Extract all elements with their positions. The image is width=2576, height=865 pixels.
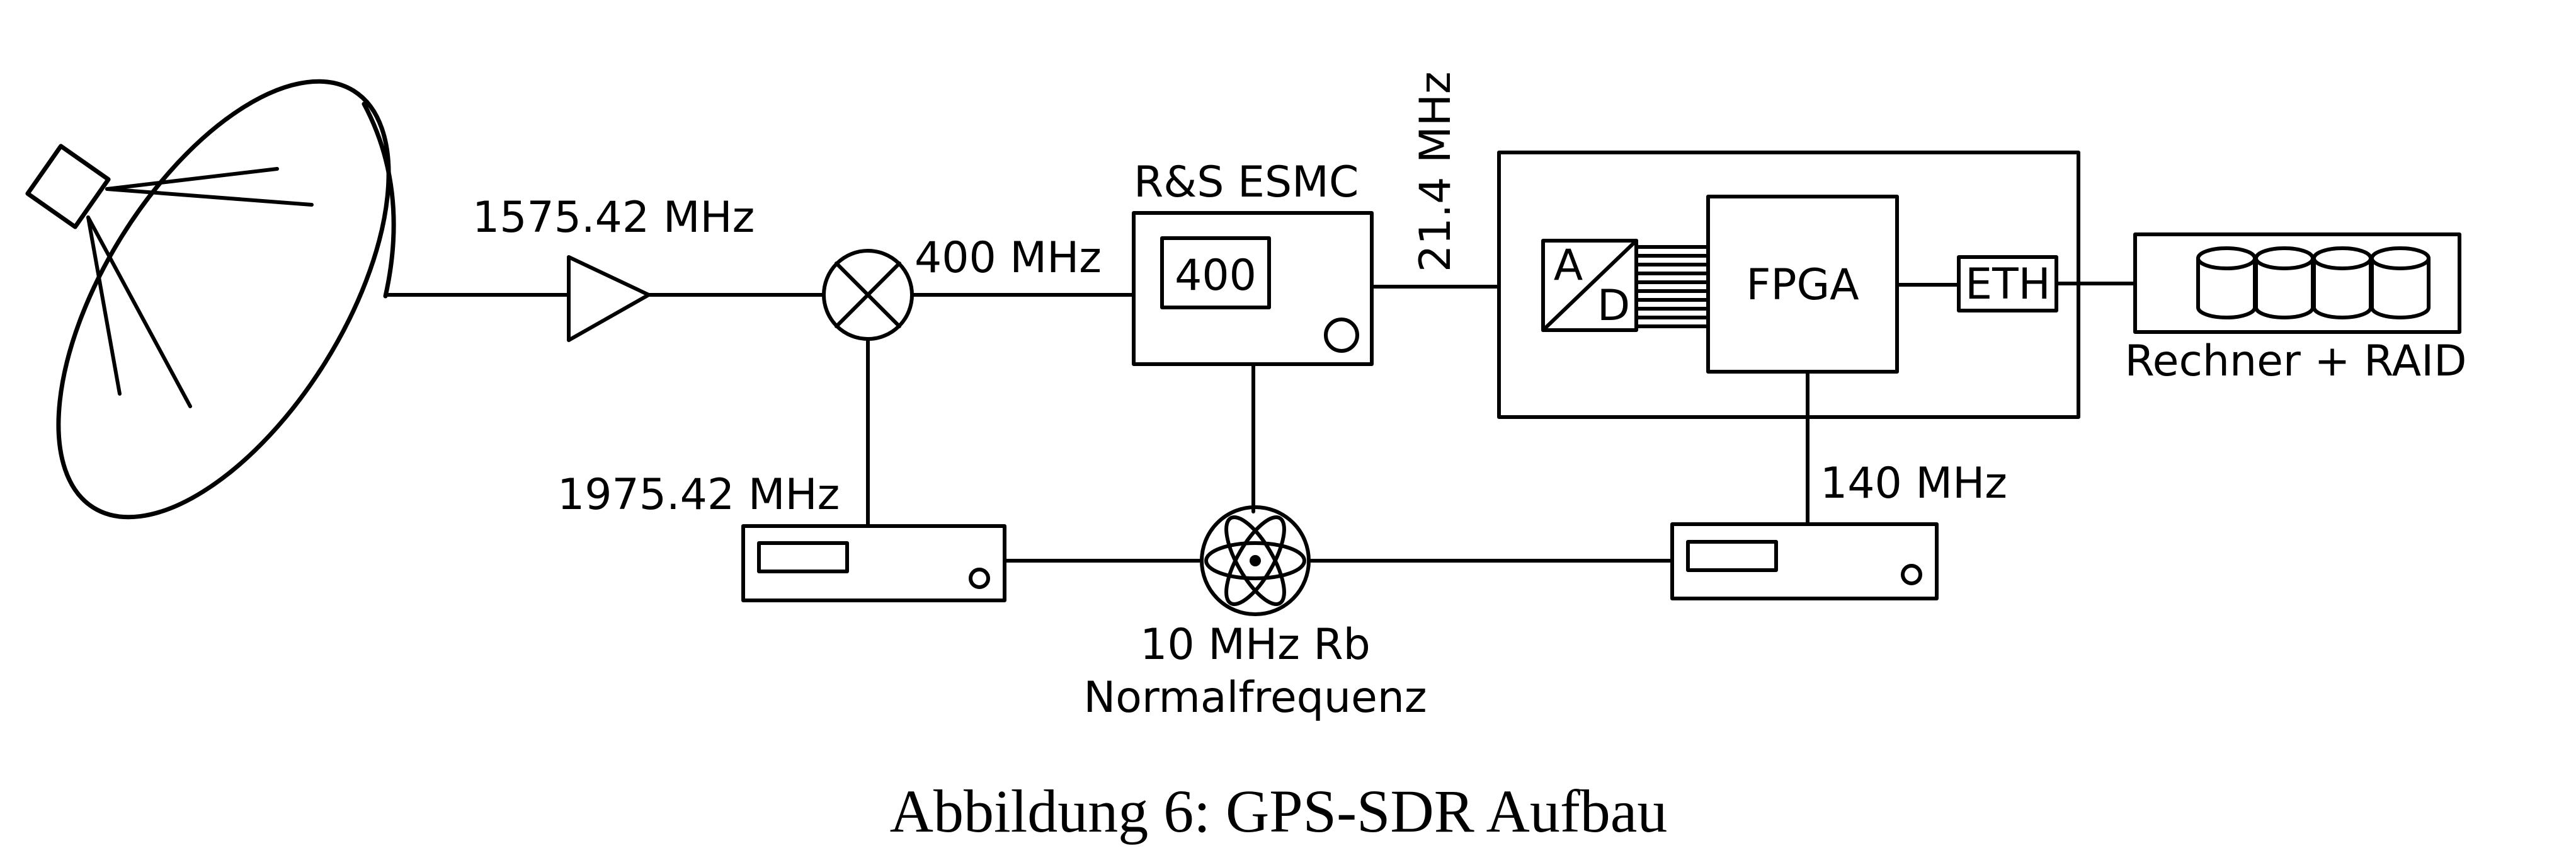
label-if1-frequency: 400 MHz bbox=[915, 233, 1102, 283]
atom-icon bbox=[1003, 505, 1674, 616]
receiver-display-value: 400 bbox=[1175, 251, 1257, 301]
disk-icon bbox=[2196, 246, 2257, 319]
clock-synthesizer-box bbox=[1670, 522, 1939, 600]
amplifier-icon bbox=[567, 255, 826, 342]
disk-icon bbox=[2312, 246, 2373, 319]
label-lo-frequency: 1975.42 MHz bbox=[557, 470, 840, 520]
disk-icon bbox=[2370, 246, 2431, 319]
reference-label-line2: Normalfrequenz bbox=[1083, 673, 1427, 723]
label-if2-frequency: 21.4 MHz bbox=[1411, 71, 1461, 272]
fpga-label: FPGA bbox=[1746, 260, 1859, 310]
disk-icon bbox=[2254, 246, 2315, 319]
label-clock-frequency: 140 MHz bbox=[1820, 459, 2007, 508]
label-gps-frequency: 1575.42 MHz bbox=[472, 193, 755, 243]
lo-synthesizer-box bbox=[741, 524, 1006, 602]
reference-label-line1: 10 MHz Rb bbox=[1140, 620, 1371, 670]
digitizer-enclosure bbox=[1497, 151, 2137, 526]
figure-caption: Abbildung 6: GPS-SDR Aufbau bbox=[890, 777, 1668, 845]
adc-label-a: A bbox=[1554, 241, 1583, 290]
mixer-icon bbox=[822, 249, 1136, 528]
computer-label: Rechner + RAID bbox=[2124, 336, 2466, 386]
adc-label-d: D bbox=[1597, 281, 1630, 331]
computer-raid-box bbox=[2133, 232, 2461, 334]
receiver-title: R&S ESMC bbox=[1134, 158, 1359, 207]
receiver-box bbox=[1132, 211, 1501, 513]
dish-antenna-icon bbox=[25, 79, 569, 520]
eth-label: ETH bbox=[1965, 260, 2051, 309]
